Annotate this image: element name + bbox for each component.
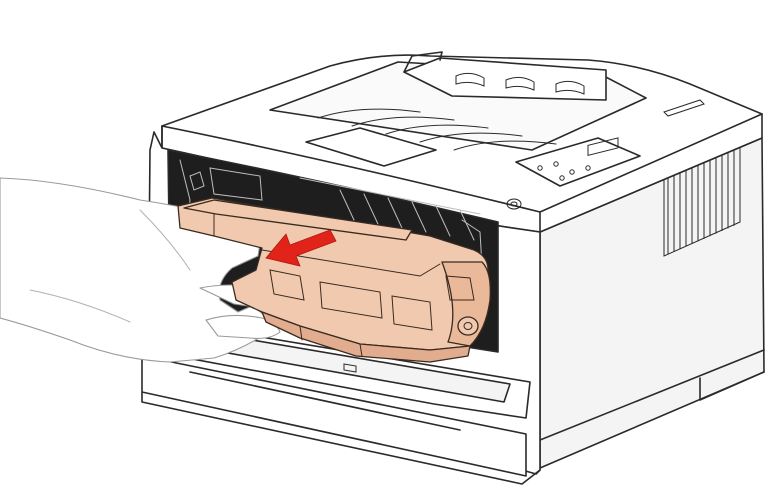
arm-crease [29, 289, 131, 323]
arm-crease-2 [139, 209, 191, 271]
tray-ridge [385, 124, 489, 135]
tray-ridge [419, 132, 523, 143]
cartridge-seam [299, 325, 303, 341]
top-front-lip [161, 125, 541, 213]
interior-clip [189, 171, 205, 191]
panel-button [585, 165, 591, 171]
arrow-pull-out-icon [265, 229, 337, 267]
top-badge [663, 99, 705, 117]
control-buttons [537, 161, 591, 181]
side-vent-grille [663, 145, 741, 257]
interior-fin [387, 197, 403, 229]
tray-ridge [317, 108, 421, 119]
cartridge-details [213, 213, 475, 357]
interior-guide [209, 167, 263, 201]
cartridge-underside [261, 311, 471, 363]
paper-tray-handle [189, 371, 461, 431]
panel-button [559, 175, 565, 181]
interior-fin [435, 205, 451, 237]
interior-fin [363, 193, 379, 225]
front-door-latch [343, 363, 357, 373]
toner-cartridge [177, 197, 491, 363]
display-window [587, 137, 619, 157]
power-button-icon [506, 198, 522, 210]
cartridge-gear [457, 316, 479, 336]
cartridge-panel [319, 281, 383, 319]
cartridge-end-detail [445, 275, 475, 301]
panel-button [569, 169, 575, 175]
paper-stop [305, 127, 437, 167]
exit-rollers [455, 72, 585, 95]
paper-tray-front [141, 355, 527, 477]
cartridge-panel [269, 269, 305, 301]
exit-roller [455, 72, 485, 87]
interior-fin [339, 189, 355, 221]
exit-roller [505, 76, 535, 91]
side-foot [699, 371, 765, 401]
exit-roller [555, 80, 585, 95]
tray-ridge [351, 116, 455, 127]
printer-right-side [539, 137, 765, 469]
printer-top [161, 51, 763, 233]
panel-button [553, 161, 559, 167]
interior-fin [459, 209, 475, 241]
exit-flap [403, 51, 443, 73]
cartridge-seam [359, 343, 363, 357]
cartridge-panel [391, 295, 433, 331]
front-base-line [141, 391, 541, 485]
cartridge-gear-hub [463, 322, 473, 330]
interior-fin [411, 201, 427, 233]
panel-button [537, 165, 543, 171]
tray-ridge [453, 140, 557, 151]
side-base-strip [539, 349, 765, 441]
cartridge-ridge [261, 249, 441, 277]
interior-top-rail [299, 177, 481, 215]
tray-ridges [317, 108, 557, 151]
cartridge-handle [183, 199, 413, 241]
power-button-center [510, 201, 518, 207]
